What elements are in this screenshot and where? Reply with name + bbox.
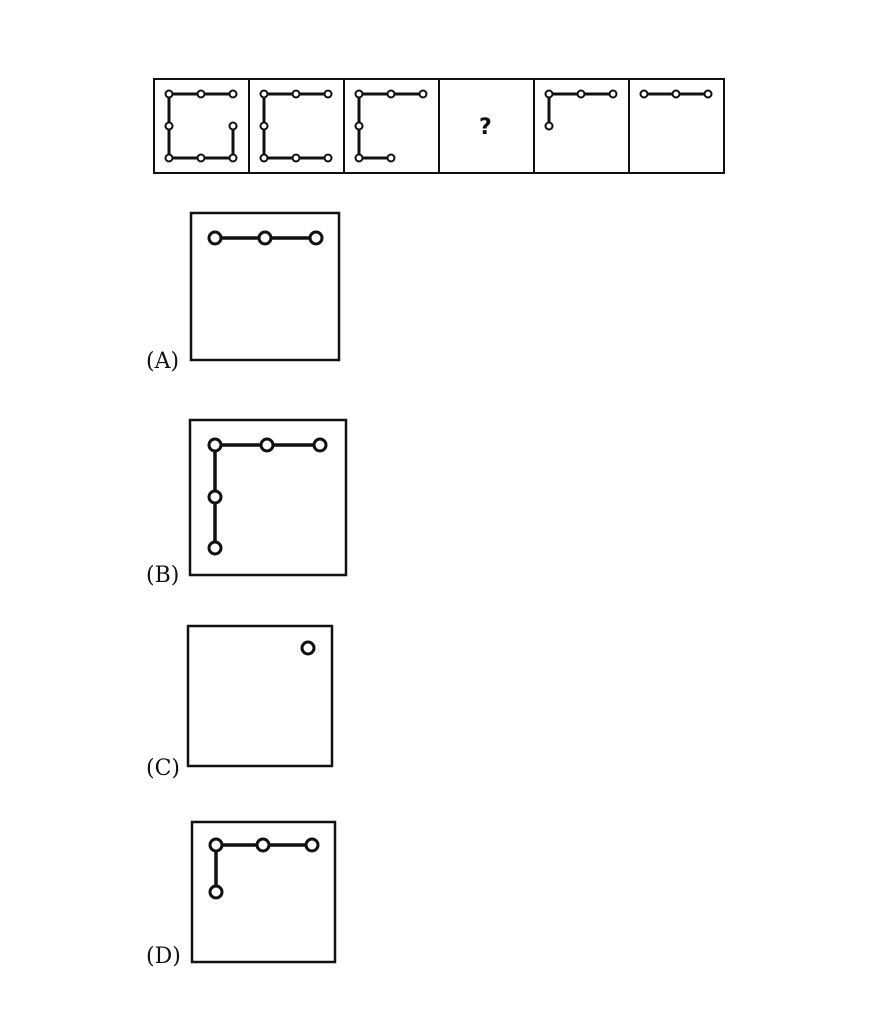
option-c-figure[interactable] — [186, 624, 334, 768]
option-b-figure[interactable] — [188, 418, 348, 577]
sequence-row — [153, 78, 725, 174]
option-b-box — [188, 418, 348, 577]
option-c-box — [186, 624, 334, 768]
option-d-figure[interactable] — [190, 820, 337, 964]
sequence-panel-6-shape — [639, 89, 713, 99]
sequence-panel-2-shape — [259, 89, 333, 163]
sequence-panel-1-shape — [164, 89, 238, 163]
option-c-label[interactable]: (C) — [146, 756, 180, 781]
sequence-panel-5-shape — [544, 89, 618, 131]
sequence-panel-6 — [628, 78, 725, 174]
option-d-box — [190, 820, 337, 964]
option-b-label[interactable]: (B) — [146, 563, 180, 588]
option-a-box — [189, 211, 341, 362]
sequence-panel-3-shape — [354, 89, 428, 163]
option-a-figure[interactable] — [189, 211, 341, 362]
missing-panel-question-mark: ? — [479, 115, 492, 140]
option-d-label[interactable]: (D) — [146, 944, 181, 969]
option-a-label[interactable]: (A) — [146, 349, 180, 374]
